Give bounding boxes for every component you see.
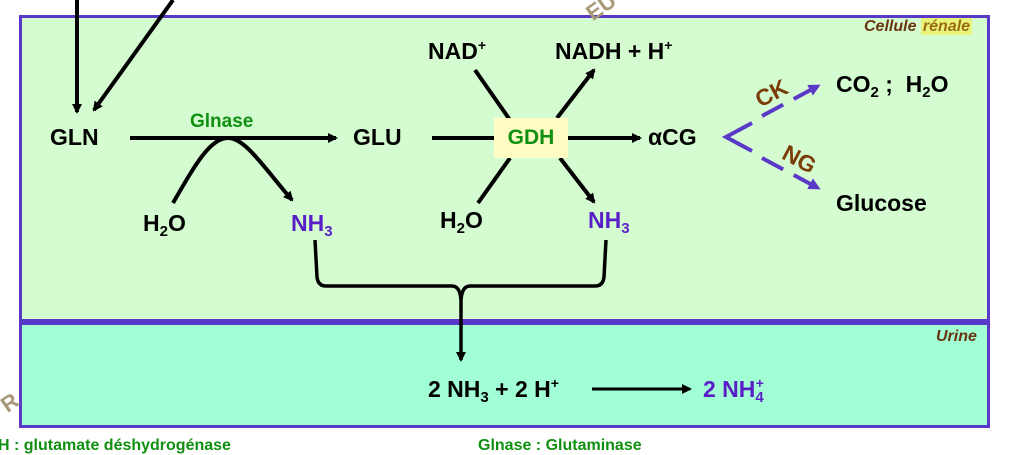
h2o-h: H xyxy=(440,207,457,233)
node-nh3-gdh: NH3 xyxy=(588,207,630,237)
ammonia-collection-brace xyxy=(313,239,466,362)
acg-branch-chevron xyxy=(721,121,753,153)
nh4-text: 2 NH xyxy=(703,376,756,402)
legend-gdh: H : glutamate déshydrogénase xyxy=(0,437,231,454)
nh3-sub: 3 xyxy=(324,223,333,240)
cell-label-word2: rénale xyxy=(920,18,973,35)
node-acg: αCG xyxy=(648,124,697,150)
urine-reaction-product: 2 NH4+ xyxy=(703,375,764,406)
h2o-o: O xyxy=(464,207,483,233)
nadh-text: NADH + H xyxy=(555,38,665,64)
nh3-text: NH xyxy=(588,207,622,233)
ck-dashed-arrow xyxy=(761,84,821,118)
nh3-arrow xyxy=(558,156,596,204)
co2-separator: ; H xyxy=(878,71,923,97)
urine-reaction-reactants: 2 NH3 + 2 H+ xyxy=(428,375,559,406)
node-glucose: Glucose xyxy=(836,190,927,216)
h2o-o: O xyxy=(167,210,186,236)
urine-region-label: Urine xyxy=(936,328,977,345)
nh4-sub: 4 xyxy=(755,389,764,406)
nh3-text: 2 NH xyxy=(428,376,481,402)
node-h2o-gdh: H2O xyxy=(440,207,483,237)
h2o-sub: 2 xyxy=(456,220,465,237)
enzyme-gdh: GDH xyxy=(507,126,555,149)
nh3-text: NH xyxy=(291,210,325,236)
nad-text: NAD xyxy=(428,38,478,64)
node-glu: GLU xyxy=(353,124,402,150)
nadh-charge: + xyxy=(664,37,673,53)
h2o-h: H xyxy=(143,210,160,236)
h2o-sub: 2 xyxy=(159,223,168,240)
ammonia-collection-brace-right xyxy=(459,239,608,301)
h2o-line xyxy=(476,156,512,205)
nh4-charge: + xyxy=(755,375,764,391)
node-h2o-glnase: H2O xyxy=(143,210,186,240)
node-nh3-glnase: NH3 xyxy=(291,210,333,240)
h2o-sub: 2 xyxy=(922,84,931,101)
proton-text: + 2 H xyxy=(488,376,551,402)
ng-dashed-arrow xyxy=(761,156,821,190)
nh3-sub: 3 xyxy=(621,220,630,237)
glnase-curve xyxy=(171,135,294,205)
node-nad: NAD+ xyxy=(428,37,486,65)
co2-text: CO xyxy=(836,71,871,97)
cell-region-label: Cellule rénale xyxy=(864,18,973,36)
nad-charge: + xyxy=(477,37,487,53)
arrow-into-gln-diagonal xyxy=(92,0,175,112)
node-co2-h2o: CO2 ; H2O xyxy=(836,71,949,101)
legend-glnase: Glnase : Glutaminase xyxy=(478,437,642,454)
enzyme-gdh-box: GDH xyxy=(494,118,568,158)
nh3-sub: 3 xyxy=(480,389,489,406)
h2o-o: O xyxy=(930,71,949,97)
nadh-arrow xyxy=(555,68,596,120)
nad-line xyxy=(473,68,512,122)
node-nadh: NADH + H+ xyxy=(555,37,672,65)
cell-label-word1: Cellule xyxy=(864,18,917,35)
proton-charge: + xyxy=(550,375,559,391)
node-gln: GLN xyxy=(50,124,99,150)
enzyme-glnase: Glnase xyxy=(190,111,254,132)
urine-compartment xyxy=(19,322,990,428)
co2-sub: 2 xyxy=(870,84,879,101)
